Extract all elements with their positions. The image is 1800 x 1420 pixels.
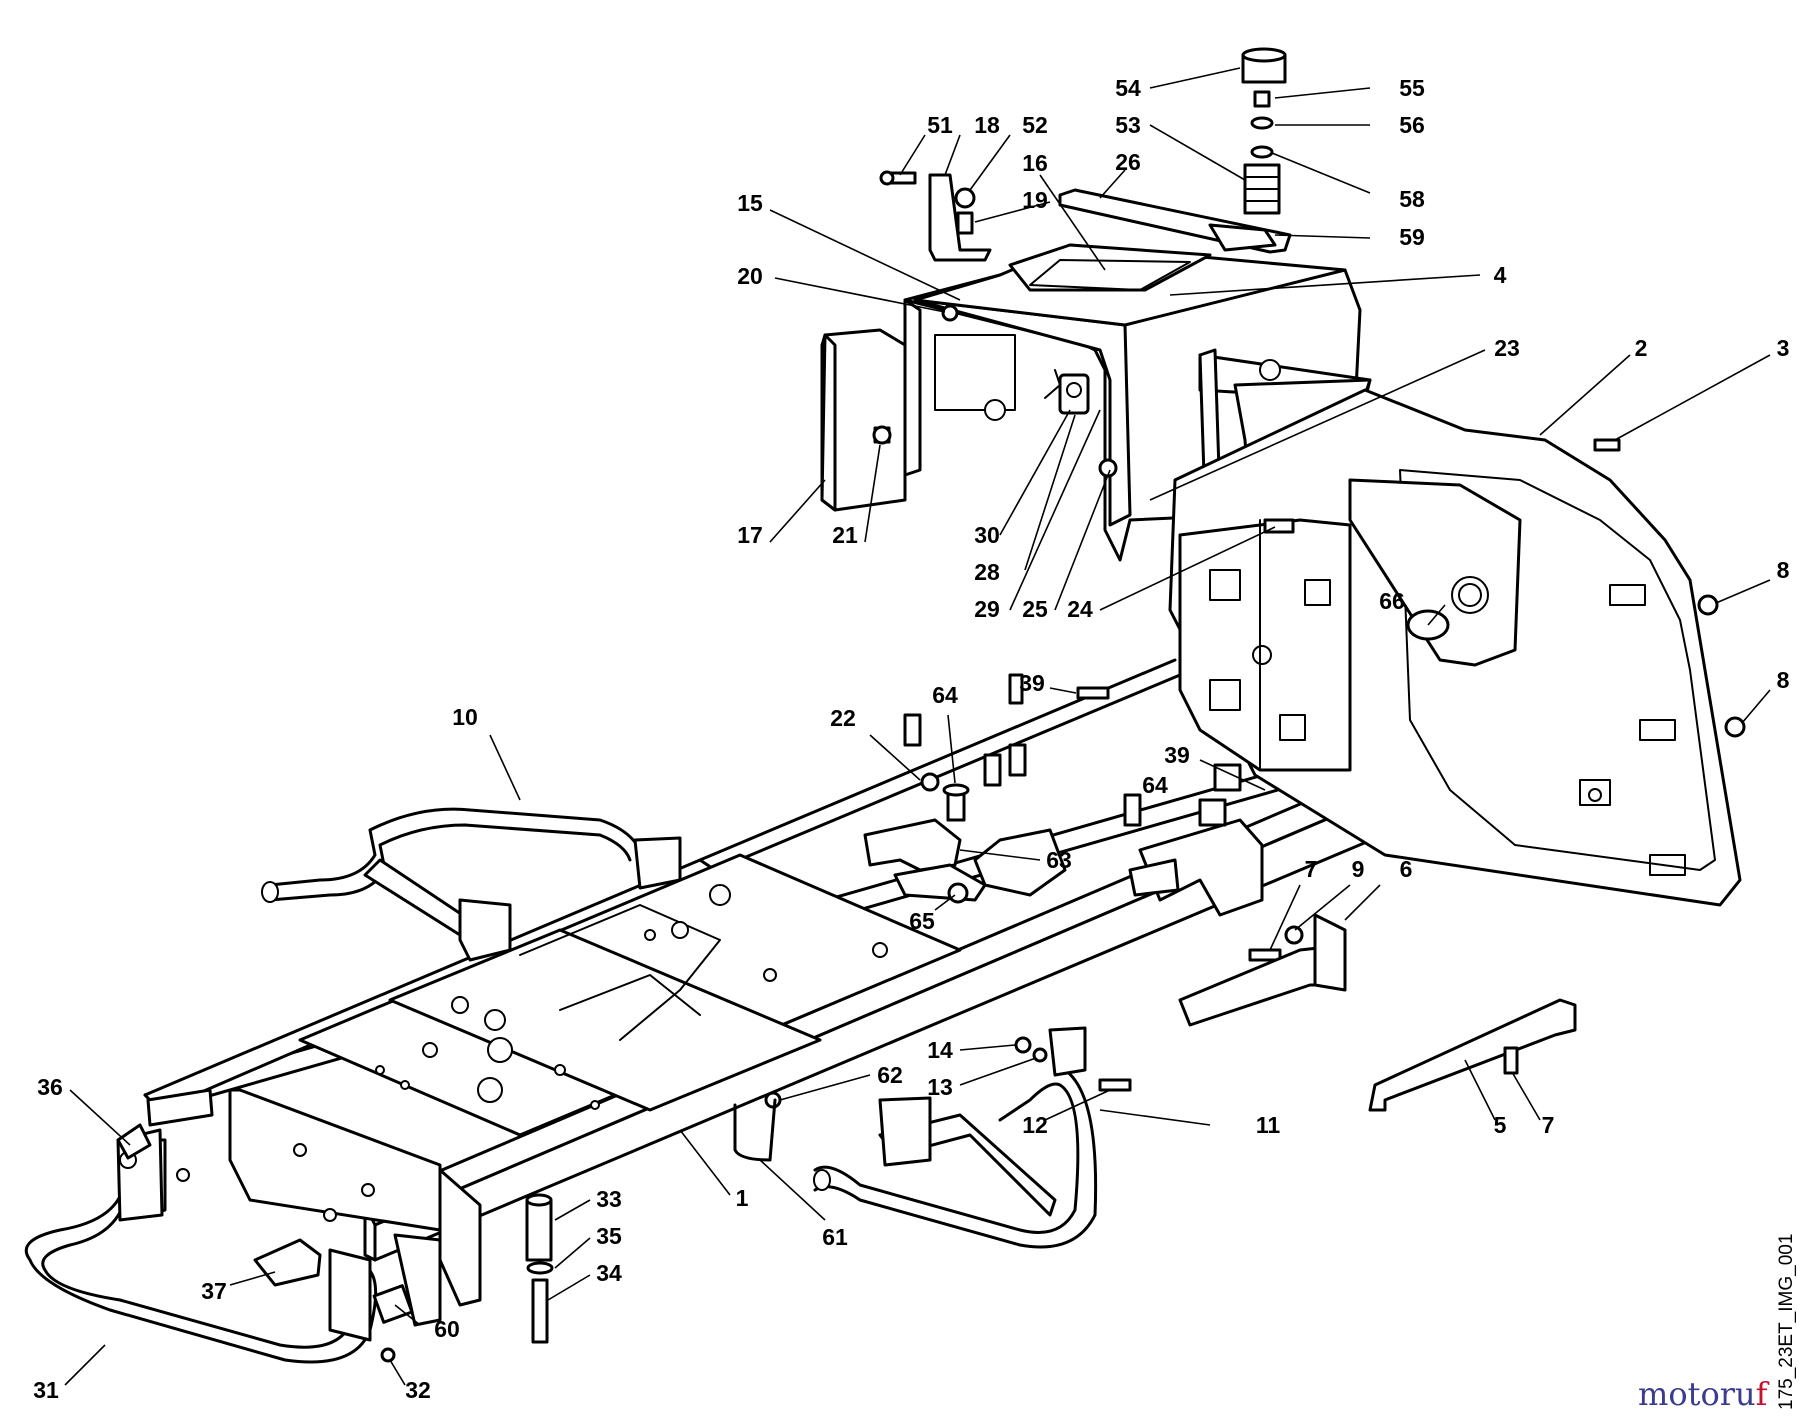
foot-rest-bar-right bbox=[813, 1026, 1098, 1249]
callout-35: 35 bbox=[596, 1223, 622, 1249]
callout-39-upper: 39 bbox=[1019, 670, 1045, 696]
callout-26: 26 bbox=[1115, 149, 1141, 175]
callout-9: 9 bbox=[1352, 856, 1365, 882]
callout-7-lower: 7 bbox=[1542, 1112, 1555, 1138]
callout-61: 61 bbox=[822, 1224, 848, 1250]
callout-1: 1 bbox=[736, 1185, 749, 1211]
image-code: 175_23ET_IMG_001 bbox=[1776, 1234, 1797, 1410]
callout-4: 4 bbox=[1494, 262, 1507, 288]
callout-8-upper: 8 bbox=[1777, 557, 1790, 583]
callout-24: 24 bbox=[1067, 596, 1093, 622]
callout-31: 31 bbox=[33, 1377, 59, 1403]
callout-6: 6 bbox=[1400, 856, 1413, 882]
callout-16: 16 bbox=[1022, 150, 1048, 176]
callout-12: 12 bbox=[1022, 1112, 1048, 1138]
callout-7-upper: 7 bbox=[1305, 856, 1318, 882]
callout-23: 23 bbox=[1494, 335, 1520, 361]
callout-34: 34 bbox=[596, 1260, 622, 1286]
callout-58: 58 bbox=[1399, 186, 1425, 212]
callout-15: 15 bbox=[737, 190, 763, 216]
callout-30: 30 bbox=[974, 522, 1000, 548]
callout-66: 66 bbox=[1379, 588, 1405, 614]
callout-65: 65 bbox=[909, 908, 935, 934]
callout-20: 20 bbox=[737, 263, 763, 289]
callout-25: 25 bbox=[1022, 596, 1048, 622]
callout-29: 29 bbox=[974, 596, 1000, 622]
callout-39-lower: 39 bbox=[1164, 742, 1190, 768]
callout-11: 11 bbox=[1256, 1112, 1281, 1138]
callout-51: 51 bbox=[927, 112, 953, 138]
callout-3: 3 bbox=[1777, 335, 1790, 361]
callout-55: 55 bbox=[1399, 75, 1425, 101]
callout-13: 13 bbox=[927, 1074, 953, 1100]
callout-21: 21 bbox=[832, 522, 858, 548]
callout-36: 36 bbox=[37, 1074, 63, 1100]
callout-32: 32 bbox=[405, 1377, 431, 1403]
callout-63: 63 bbox=[1046, 847, 1072, 873]
callout-2: 2 bbox=[1635, 335, 1648, 361]
callout-62: 62 bbox=[877, 1062, 903, 1088]
callout-labels: 54 55 56 53 58 26 59 51 18 52 16 19 15 4… bbox=[33, 75, 1789, 1403]
callout-33: 33 bbox=[596, 1186, 622, 1212]
callout-8-lower: 8 bbox=[1777, 667, 1790, 693]
callout-37: 37 bbox=[201, 1278, 227, 1304]
callout-60: 60 bbox=[434, 1316, 460, 1342]
callout-19: 19 bbox=[1022, 187, 1048, 213]
callout-5: 5 bbox=[1494, 1112, 1507, 1138]
watermark-logo: motoruf bbox=[1638, 1375, 1770, 1413]
callout-10: 10 bbox=[452, 704, 478, 730]
callout-54: 54 bbox=[1115, 75, 1141, 101]
hardware-items bbox=[116, 47, 1746, 1363]
callout-14: 14 bbox=[927, 1037, 953, 1063]
rear-panel bbox=[1168, 388, 1742, 907]
callout-56: 56 bbox=[1399, 112, 1425, 138]
callout-64-upper: 64 bbox=[932, 682, 958, 708]
callout-59: 59 bbox=[1399, 224, 1425, 250]
foot-rest-bar-left bbox=[261, 807, 682, 962]
callout-64-lower: 64 bbox=[1142, 772, 1168, 798]
callout-22: 22 bbox=[830, 705, 856, 731]
callout-53: 53 bbox=[1115, 112, 1141, 138]
callout-18: 18 bbox=[974, 112, 1000, 138]
callout-52: 52 bbox=[1022, 112, 1048, 138]
callout-17: 17 bbox=[737, 522, 763, 548]
callout-28: 28 bbox=[974, 559, 1000, 585]
leader-lines bbox=[64, 67, 1771, 1386]
